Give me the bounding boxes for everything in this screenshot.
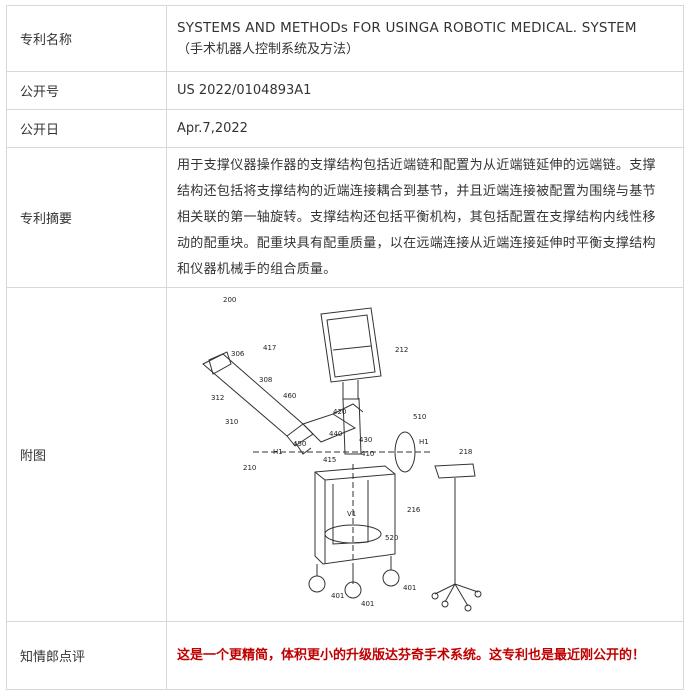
- value-figure: 200 212 417 306 308 460 312 420 310 510 …: [166, 287, 684, 622]
- row-figure: 附图: [6, 287, 684, 622]
- svg-text:510: 510: [413, 413, 426, 421]
- value-comment: 这是一个更精简，体积更小的升级版达芬奇手术系统。这专利也是最近刚公开的！: [166, 621, 684, 690]
- comment-text: 这是一个更精简，体积更小的升级版达芬奇手术系统。这专利也是最近刚公开的！: [177, 647, 646, 663]
- svg-text:410: 410: [361, 450, 374, 458]
- svg-text:401: 401: [331, 592, 344, 600]
- monitor-screen: [326, 313, 376, 378]
- svg-text:450: 450: [293, 440, 306, 448]
- value-title: SYSTEMS AND METHODs FOR USINGA ROBOTIC M…: [166, 5, 684, 72]
- wheel-left: [308, 575, 326, 592]
- robot-system-drawing: 200 212 417 306 308 460 312 420 310 510 …: [202, 296, 482, 611]
- svg-text:H1: H1: [273, 448, 283, 456]
- svg-text:401: 401: [361, 600, 374, 608]
- svg-text:H1: H1: [419, 438, 429, 446]
- svg-text:210: 210: [243, 464, 256, 472]
- figure-callouts: 200 212 417 306 308 460 312 420 310 510 …: [211, 296, 472, 608]
- svg-text:440: 440: [329, 430, 342, 438]
- row-comment: 知情郎点评 这是一个更精简，体积更小的升级版达芬奇手术系统。这专利也是最近刚公开…: [6, 621, 684, 690]
- svg-text:415: 415: [323, 456, 336, 464]
- row-title: 专利名称 SYSTEMS AND METHODs FOR USINGA ROBO…: [6, 5, 684, 72]
- title-english: SYSTEMS AND METHODs FOR USINGA ROBOTIC M…: [177, 19, 637, 36]
- row-publication-date: 公开日 Apr.7,2022: [6, 109, 684, 148]
- svg-text:312: 312: [211, 394, 224, 402]
- title-chinese: （手术机器人控制系统及方法）: [177, 41, 360, 57]
- label-comment: 知情郎点评: [6, 621, 167, 690]
- svg-text:V1: V1: [347, 510, 356, 518]
- rotation-arrow-520: [324, 524, 382, 543]
- svg-text:212: 212: [395, 346, 408, 354]
- svg-text:430: 430: [359, 436, 372, 444]
- cart-body: [314, 464, 396, 565]
- label-title: 专利名称: [6, 5, 167, 72]
- svg-text:417: 417: [263, 344, 276, 352]
- label-publication-number: 公开号: [6, 71, 167, 110]
- label-publication-date: 公开日: [6, 109, 167, 148]
- value-publication-date: Apr.7,2022: [166, 109, 684, 148]
- abstract-text: 用于支撑仪器操作器的支撑结构包括近端链和配置为从近端链延伸的远端链。支撑结构还包…: [177, 157, 656, 277]
- label-figure: 附图: [6, 287, 167, 622]
- label-abstract: 专利摘要: [6, 147, 167, 288]
- svg-text:520: 520: [385, 534, 398, 542]
- svg-text:460: 460: [283, 392, 296, 400]
- row-publication-number: 公开号 US 2022/0104893A1: [6, 71, 684, 110]
- svg-text:401: 401: [403, 584, 416, 592]
- monitor-frame: [320, 306, 382, 383]
- svg-text:420: 420: [333, 408, 346, 416]
- tray-218: [434, 462, 476, 479]
- svg-text:310: 310: [225, 418, 238, 426]
- arm-horizontal: [302, 412, 357, 443]
- svg-text:306: 306: [231, 350, 245, 358]
- svg-text:200: 200: [223, 296, 236, 304]
- value-publication-number: US 2022/0104893A1: [166, 71, 684, 110]
- wheel-middle: [344, 581, 362, 598]
- wheel-right: [382, 569, 400, 586]
- row-abstract: 专利摘要 用于支撑仪器操作器的支撑结构包括近端链和配置为从近端链延伸的远端链。支…: [6, 147, 684, 288]
- patent-info-table: 专利名称 SYSTEMS AND METHODs FOR USINGA ROBO…: [6, 5, 684, 690]
- svg-text:218: 218: [459, 448, 472, 456]
- rotation-arrow-510: [394, 431, 416, 472]
- svg-text:308: 308: [259, 376, 272, 384]
- patent-drawing: 200 212 417 306 308 460 312 420 310 510 …: [183, 294, 483, 616]
- value-abstract: 用于支撑仪器操作器的支撑结构包括近端链和配置为从近端链延伸的远端链。支撑结构还包…: [166, 147, 684, 288]
- svg-text:216: 216: [407, 506, 421, 514]
